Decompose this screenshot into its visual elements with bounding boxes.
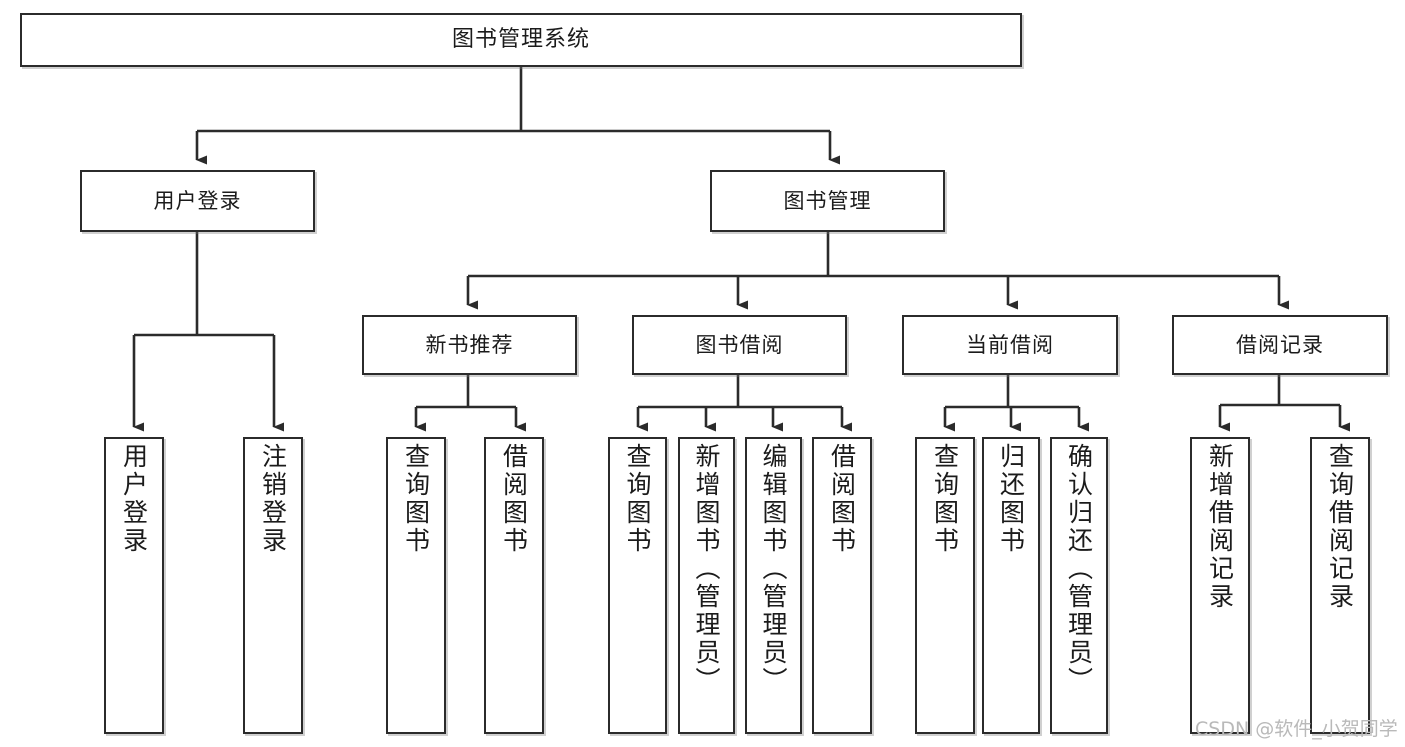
leaf-confirm-return-admin-label: 确认归还（管理员） [1064, 443, 1094, 695]
leaf-borrow-book-newbook-label: 借阅图书 [499, 443, 529, 555]
leaf-user-login[interactable]: 用户登录 [104, 437, 164, 734]
node-current-borrow[interactable]: 当前借阅 [902, 315, 1118, 375]
leaf-query-borrow-record[interactable]: 查询借阅记录 [1310, 437, 1370, 734]
leaf-query-book-current[interactable]: 查询图书 [915, 437, 975, 734]
node-book-management-label: 图书管理 [783, 188, 872, 213]
leaf-return-book[interactable]: 归还图书 [982, 437, 1040, 734]
node-current-borrow-label: 当前借阅 [966, 332, 1054, 357]
leaf-query-book-newbook[interactable]: 查询图书 [386, 437, 446, 734]
node-new-book-recommend[interactable]: 新书推荐 [362, 315, 577, 375]
node-book-management[interactable]: 图书管理 [710, 170, 945, 232]
node-root[interactable]: 图书管理系统 [20, 13, 1022, 67]
leaf-query-book-borrow[interactable]: 查询图书 [608, 437, 667, 734]
node-user-login[interactable]: 用户登录 [80, 170, 315, 232]
leaf-borrow-book-newbook[interactable]: 借阅图书 [484, 437, 544, 734]
leaf-query-book-current-label: 查询图书 [930, 443, 960, 555]
leaf-add-borrow-record-label: 新增借阅记录 [1205, 443, 1235, 611]
leaf-add-borrow-record[interactable]: 新增借阅记录 [1190, 437, 1250, 734]
leaf-query-book-newbook-label: 查询图书 [401, 443, 431, 555]
node-borrow-record-label: 借阅记录 [1236, 332, 1324, 357]
leaf-edit-book-admin-label: 编辑图书（管理员） [759, 443, 788, 695]
leaf-borrow-book-label: 借阅图书 [827, 443, 857, 555]
leaf-add-book-admin[interactable]: 新增图书（管理员） [678, 437, 735, 734]
leaf-confirm-return-admin[interactable]: 确认归还（管理员） [1050, 437, 1108, 734]
leaf-borrow-book[interactable]: 借阅图书 [812, 437, 872, 734]
csdn-watermark: CSDN @软件_小贺同学 [1195, 718, 1398, 740]
leaf-user-login-label: 用户登录 [119, 443, 149, 555]
leaf-query-borrow-record-label: 查询借阅记录 [1325, 443, 1355, 611]
node-book-borrow[interactable]: 图书借阅 [632, 315, 847, 375]
leaf-return-book-label: 归还图书 [996, 443, 1026, 555]
leaf-query-book-borrow-label: 查询图书 [623, 443, 652, 555]
leaf-logout-label: 注销登录 [258, 443, 288, 555]
node-borrow-record[interactable]: 借阅记录 [1172, 315, 1388, 375]
node-new-book-recommend-label: 新书推荐 [425, 332, 514, 357]
node-user-login-label: 用户登录 [153, 188, 242, 213]
leaf-edit-book-admin[interactable]: 编辑图书（管理员） [745, 437, 802, 734]
leaf-logout[interactable]: 注销登录 [243, 437, 303, 734]
leaf-add-book-admin-label: 新增图书（管理员） [692, 443, 721, 695]
node-book-borrow-label: 图书借阅 [695, 332, 784, 357]
node-root-label: 图书管理系统 [451, 26, 590, 52]
